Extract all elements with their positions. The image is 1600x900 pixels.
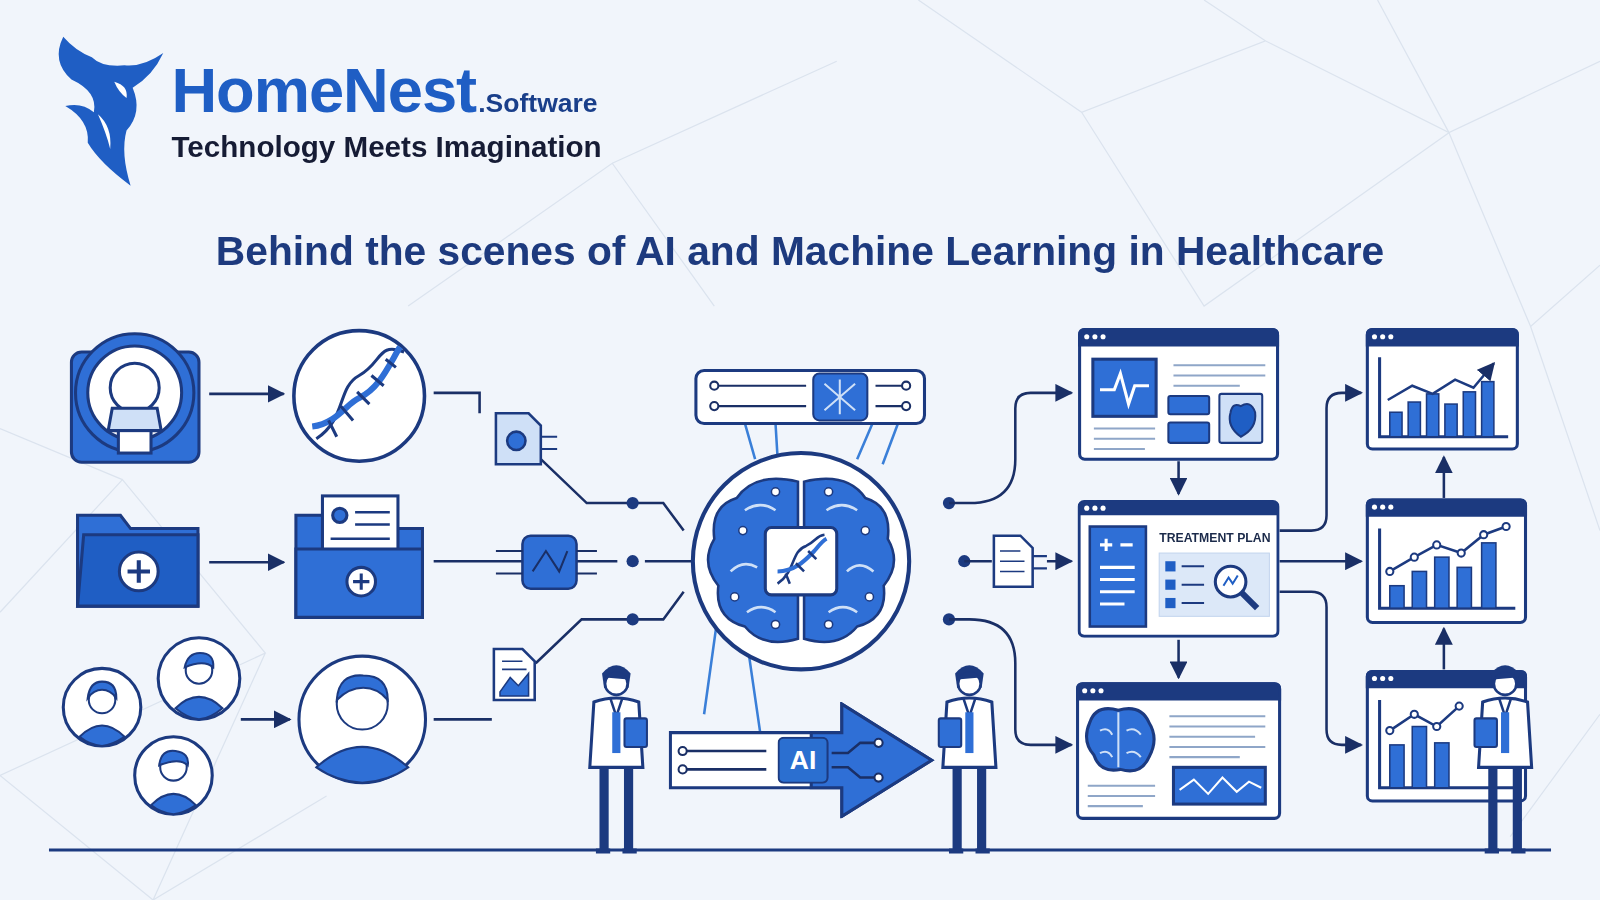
- window-frame: [1078, 500, 1280, 638]
- ai-badge: AI: [778, 737, 829, 784]
- treatment-window: TREATMENT PLAN: [1078, 500, 1280, 638]
- title: Behind the scenes of AI and Machine Lear…: [0, 229, 1600, 275]
- tagline: Technology Meets Imagination: [171, 133, 601, 163]
- ai-arrow-node: AI: [668, 702, 935, 818]
- logo: HomeNest .Software Technology Meets Imag…: [171, 59, 601, 162]
- brand-suffix: .Software: [478, 90, 597, 117]
- window-heading: TREATMENT PLAN: [1159, 531, 1270, 545]
- brand-name: HomeNest: [171, 59, 476, 122]
